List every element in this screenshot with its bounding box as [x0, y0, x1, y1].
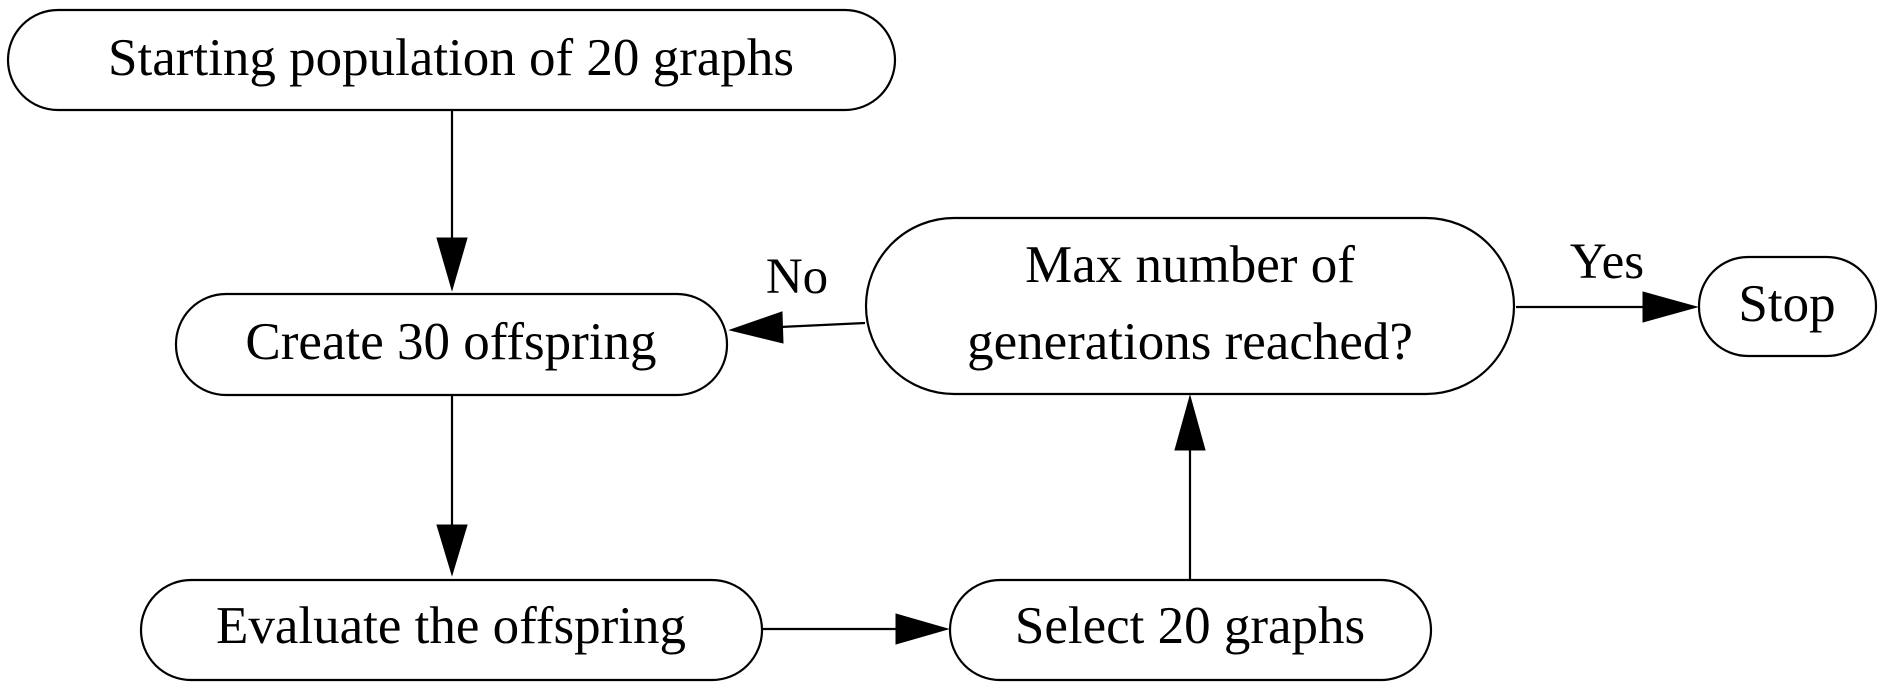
edge-evaluate-to-select: [763, 613, 950, 645]
node-select-label: Select 20 graphs: [1015, 597, 1365, 655]
node-decision-label-line1: Max number of: [1025, 236, 1355, 294]
edge-label-yes: Yes: [1570, 234, 1644, 290]
edge-decision-to-create: [728, 311, 866, 344]
edge-create-to-evaluate: [436, 396, 468, 577]
node-create-label: Create 30 offspring: [245, 313, 656, 371]
node-decision-label-line2: generations reached?: [967, 313, 1413, 371]
node-start-label: Starting population of 20 graphs: [108, 29, 794, 87]
node-evaluate: Evaluate the offspring: [139, 578, 764, 682]
node-stop-label: Stop: [1738, 275, 1835, 333]
node-start: Starting population of 20 graphs: [6, 8, 897, 112]
edge-start-to-create: [436, 111, 468, 292]
node-evaluate-label: Evaluate the offspring: [216, 597, 686, 655]
node-decision: Max number of generations reached?: [864, 216, 1516, 396]
edge-label-no: No: [766, 249, 828, 305]
edge-select-to-decision: [1174, 394, 1206, 580]
node-select: Select 20 graphs: [948, 578, 1433, 682]
edge-decision-to-stop: [1516, 291, 1699, 323]
node-stop: Stop: [1697, 255, 1878, 358]
node-create: Create 30 offspring: [174, 292, 729, 397]
